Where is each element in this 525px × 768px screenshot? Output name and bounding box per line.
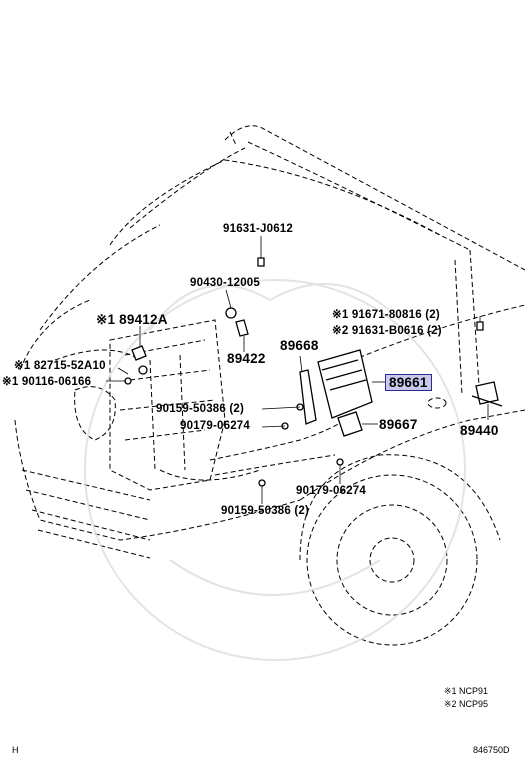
model-note-ncp95: ※2 NCP95 [444,699,489,709]
part-label-90159-50386-lower[interactable]: 90159-50386 (2) [221,505,310,517]
part-label-91671-80816[interactable]: ※1 91671-80816 (2) [332,309,440,321]
model-note-ncp91: ※1 NCP91 [444,686,489,696]
corner-mark: H [12,745,19,755]
part-label-90116-06166[interactable]: ※1 90116-06166 [2,376,92,388]
part-label-89412a[interactable]: ※1 89412A [96,312,168,327]
part-label-90179-06274-lower[interactable]: 90179-06274 [296,485,366,497]
part-label-90430-12005[interactable]: 90430-12005 [190,277,260,289]
part-label-89667[interactable]: 89667 [379,417,418,432]
part-label-89661-highlighted[interactable]: 89661 [385,374,432,391]
part-label-91631-j0612[interactable]: 91631-J0612 [223,223,293,235]
part-label-89668[interactable]: 89668 [280,338,319,353]
part-label-90159-50386-upper[interactable]: 90159-50386 (2) [156,403,245,415]
part-label-82715-52a10[interactable]: ※1 82715-52A10 [14,360,106,372]
part-label-90179-06274-upper[interactable]: 90179-06274 [180,420,250,432]
part-label-89440[interactable]: 89440 [460,423,499,438]
part-label-91631-b0616[interactable]: ※2 91631-B0616 (2) [332,325,442,337]
part-label-89422[interactable]: 89422 [227,351,266,366]
diagram-id: 846750D [473,745,510,755]
